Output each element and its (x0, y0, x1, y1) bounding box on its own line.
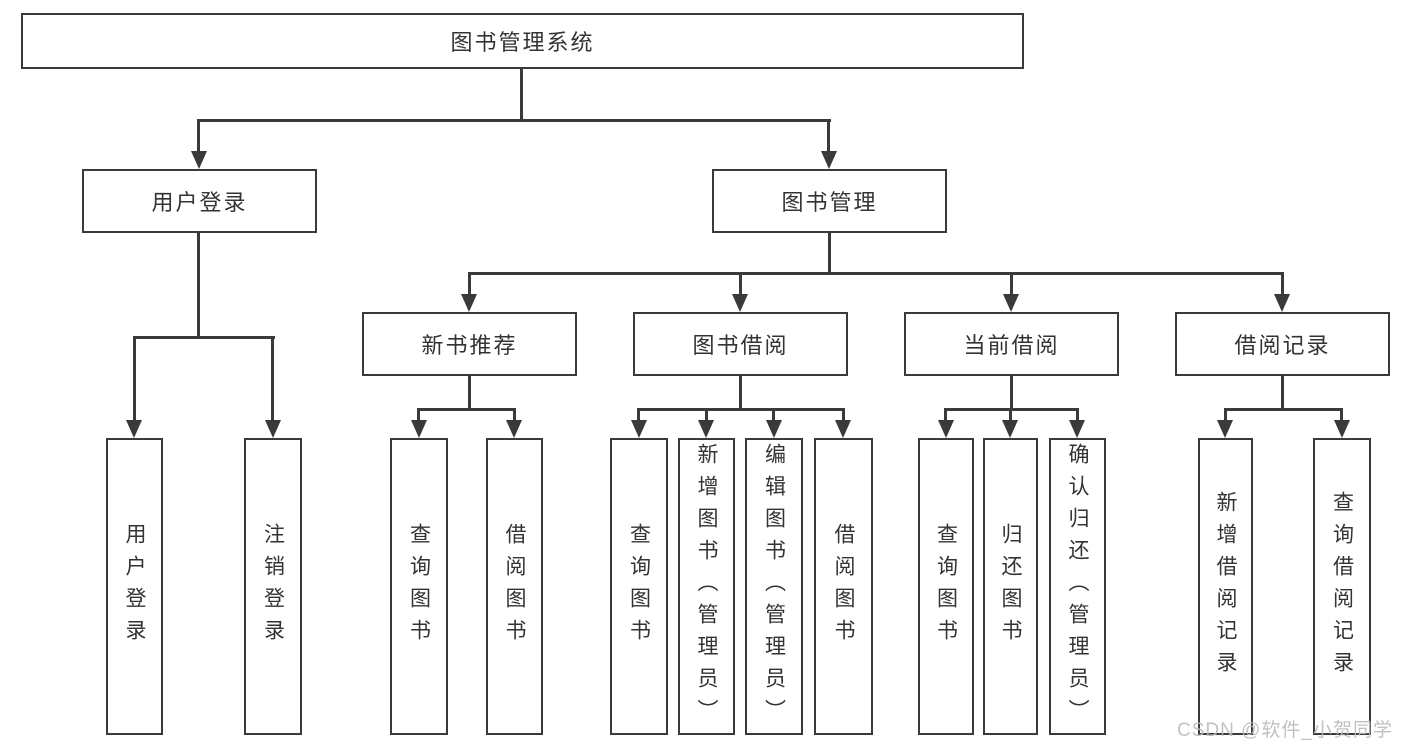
connector-leaf-stem (1076, 408, 1079, 424)
leaf-search-books-current: 查询图书 (918, 438, 974, 735)
leaf-user-login-label: 用户登录 (123, 522, 146, 651)
leaf-confirm-return-admin-label: 确认归还（管理员） (1066, 442, 1089, 731)
connector-new-book-rail (419, 408, 516, 411)
arrow-down-icon (461, 294, 477, 312)
node-current-borrowing: 当前借阅 (904, 312, 1119, 376)
leaf-add-borrow-record: 新增借阅记录 (1198, 438, 1253, 735)
connector-leaf-stem (944, 408, 947, 424)
node-borrowing-records: 借阅记录 (1175, 312, 1390, 376)
connector-level2-rail (197, 119, 831, 122)
leaf-search-borrow-record: 查询借阅记录 (1313, 438, 1371, 735)
arrow-down-icon (1003, 294, 1019, 312)
connector-leaf-stem (513, 408, 516, 424)
node-book-management-label: 图书管理 (781, 190, 878, 215)
leaf-borrow-books-recommend: 借阅图书 (486, 438, 543, 735)
node-user-login-label: 用户登录 (151, 190, 248, 215)
connector-sections-rail (468, 272, 1284, 275)
connector-book-management-stem (827, 119, 830, 155)
leaf-borrow-books-borrowing: 借阅图书 (814, 438, 873, 735)
node-new-book-recommend: 新书推荐 (362, 312, 577, 376)
arrow-down-icon (411, 420, 427, 438)
connector-borrowing-records-drop (1281, 376, 1284, 411)
node-book-management: 图书管理 (712, 169, 947, 233)
connector-user-login-drop (197, 233, 200, 339)
node-library-system-label: 图书管理系统 (450, 30, 595, 55)
connector-leaf-stem (271, 336, 274, 424)
node-new-book-recommend-label: 新书推荐 (421, 333, 518, 358)
leaf-return-books: 归还图书 (983, 438, 1038, 735)
arrow-down-icon (938, 420, 954, 438)
leaf-add-book-admin-label: 新增图书（管理员） (695, 442, 718, 731)
leaf-borrow-books-label: 借阅图书 (832, 522, 855, 651)
leaf-add-book-admin: 新增图书（管理员） (678, 438, 735, 735)
arrow-down-icon (1334, 420, 1350, 438)
connector-leaf-stem (417, 408, 420, 424)
arrow-down-icon (835, 420, 851, 438)
connector-current-borrowing-drop (1010, 376, 1013, 411)
leaf-borrow-books-label: 借阅图书 (503, 522, 526, 651)
leaf-edit-book-admin-label: 编辑图书（管理员） (762, 442, 786, 731)
connector-user-login-rail (133, 336, 275, 339)
csdn-watermark: CSDN @软件_小贺同学 (1177, 720, 1393, 741)
leaf-user-login: 用户登录 (106, 438, 163, 735)
connector-section-stem (1010, 272, 1013, 298)
connector-leaf-stem (637, 408, 640, 424)
connector-borrowing-records-rail (1225, 408, 1343, 411)
arrow-down-icon (631, 420, 647, 438)
leaf-edit-book-admin: 编辑图书（管理员） (745, 438, 803, 735)
connector-section-stem (1281, 272, 1284, 298)
leaf-search-books-recommend: 查询图书 (390, 438, 448, 735)
connector-new-book-drop (468, 376, 471, 411)
connector-book-borrowing-drop (739, 376, 742, 411)
leaf-search-books-label: 查询图书 (627, 522, 651, 651)
node-user-login: 用户登录 (82, 169, 317, 233)
connector-current-borrowing-rail (946, 408, 1079, 411)
connector-leaf-stem (1224, 408, 1227, 424)
leaf-add-borrow-record-label: 新增借阅记录 (1214, 490, 1237, 683)
arrow-down-icon (191, 151, 207, 169)
node-borrowing-records-label: 借阅记录 (1234, 333, 1331, 358)
connector-book-borrowing-rail (639, 408, 845, 411)
arrow-down-icon (732, 294, 748, 312)
arrow-down-icon (1217, 420, 1233, 438)
arrow-down-icon (1069, 420, 1085, 438)
arrow-down-icon (1002, 420, 1018, 438)
connector-section-stem (468, 272, 471, 298)
leaf-search-books-borrowing: 查询图书 (610, 438, 668, 735)
connector-section-stem (739, 272, 742, 298)
arrow-down-icon (1274, 294, 1290, 312)
leaf-search-borrow-record-label: 查询借阅记录 (1330, 490, 1354, 683)
arrow-down-icon (506, 420, 522, 438)
connector-leaf-stem (1009, 408, 1012, 424)
connector-book-management-drop (828, 233, 831, 275)
connector-user-login-stem (197, 119, 200, 155)
arrow-down-icon (821, 151, 837, 169)
leaf-return-books-label: 归还图书 (999, 522, 1022, 651)
node-current-borrowing-label: 当前借阅 (963, 333, 1060, 358)
leaf-logout: 注销登录 (244, 438, 302, 735)
leaf-confirm-return-admin: 确认归还（管理员） (1049, 438, 1106, 735)
arrow-down-icon (126, 420, 142, 438)
node-library-system: 图书管理系统 (21, 13, 1024, 69)
connector-leaf-stem (133, 336, 136, 424)
leaf-search-books-label: 查询图书 (407, 522, 431, 651)
leaf-search-books-label: 查询图书 (934, 522, 958, 651)
arrow-down-icon (265, 420, 281, 438)
arrow-down-icon (698, 420, 714, 438)
connector-root-drop (520, 69, 523, 122)
node-book-borrowing: 图书借阅 (633, 312, 848, 376)
connector-leaf-stem (705, 408, 708, 424)
connector-leaf-stem (1340, 408, 1343, 424)
leaf-logout-label: 注销登录 (261, 522, 285, 651)
connector-leaf-stem (842, 408, 845, 424)
connector-leaf-stem (772, 408, 775, 424)
arrow-down-icon (766, 420, 782, 438)
node-book-borrowing-label: 图书借阅 (692, 333, 789, 358)
